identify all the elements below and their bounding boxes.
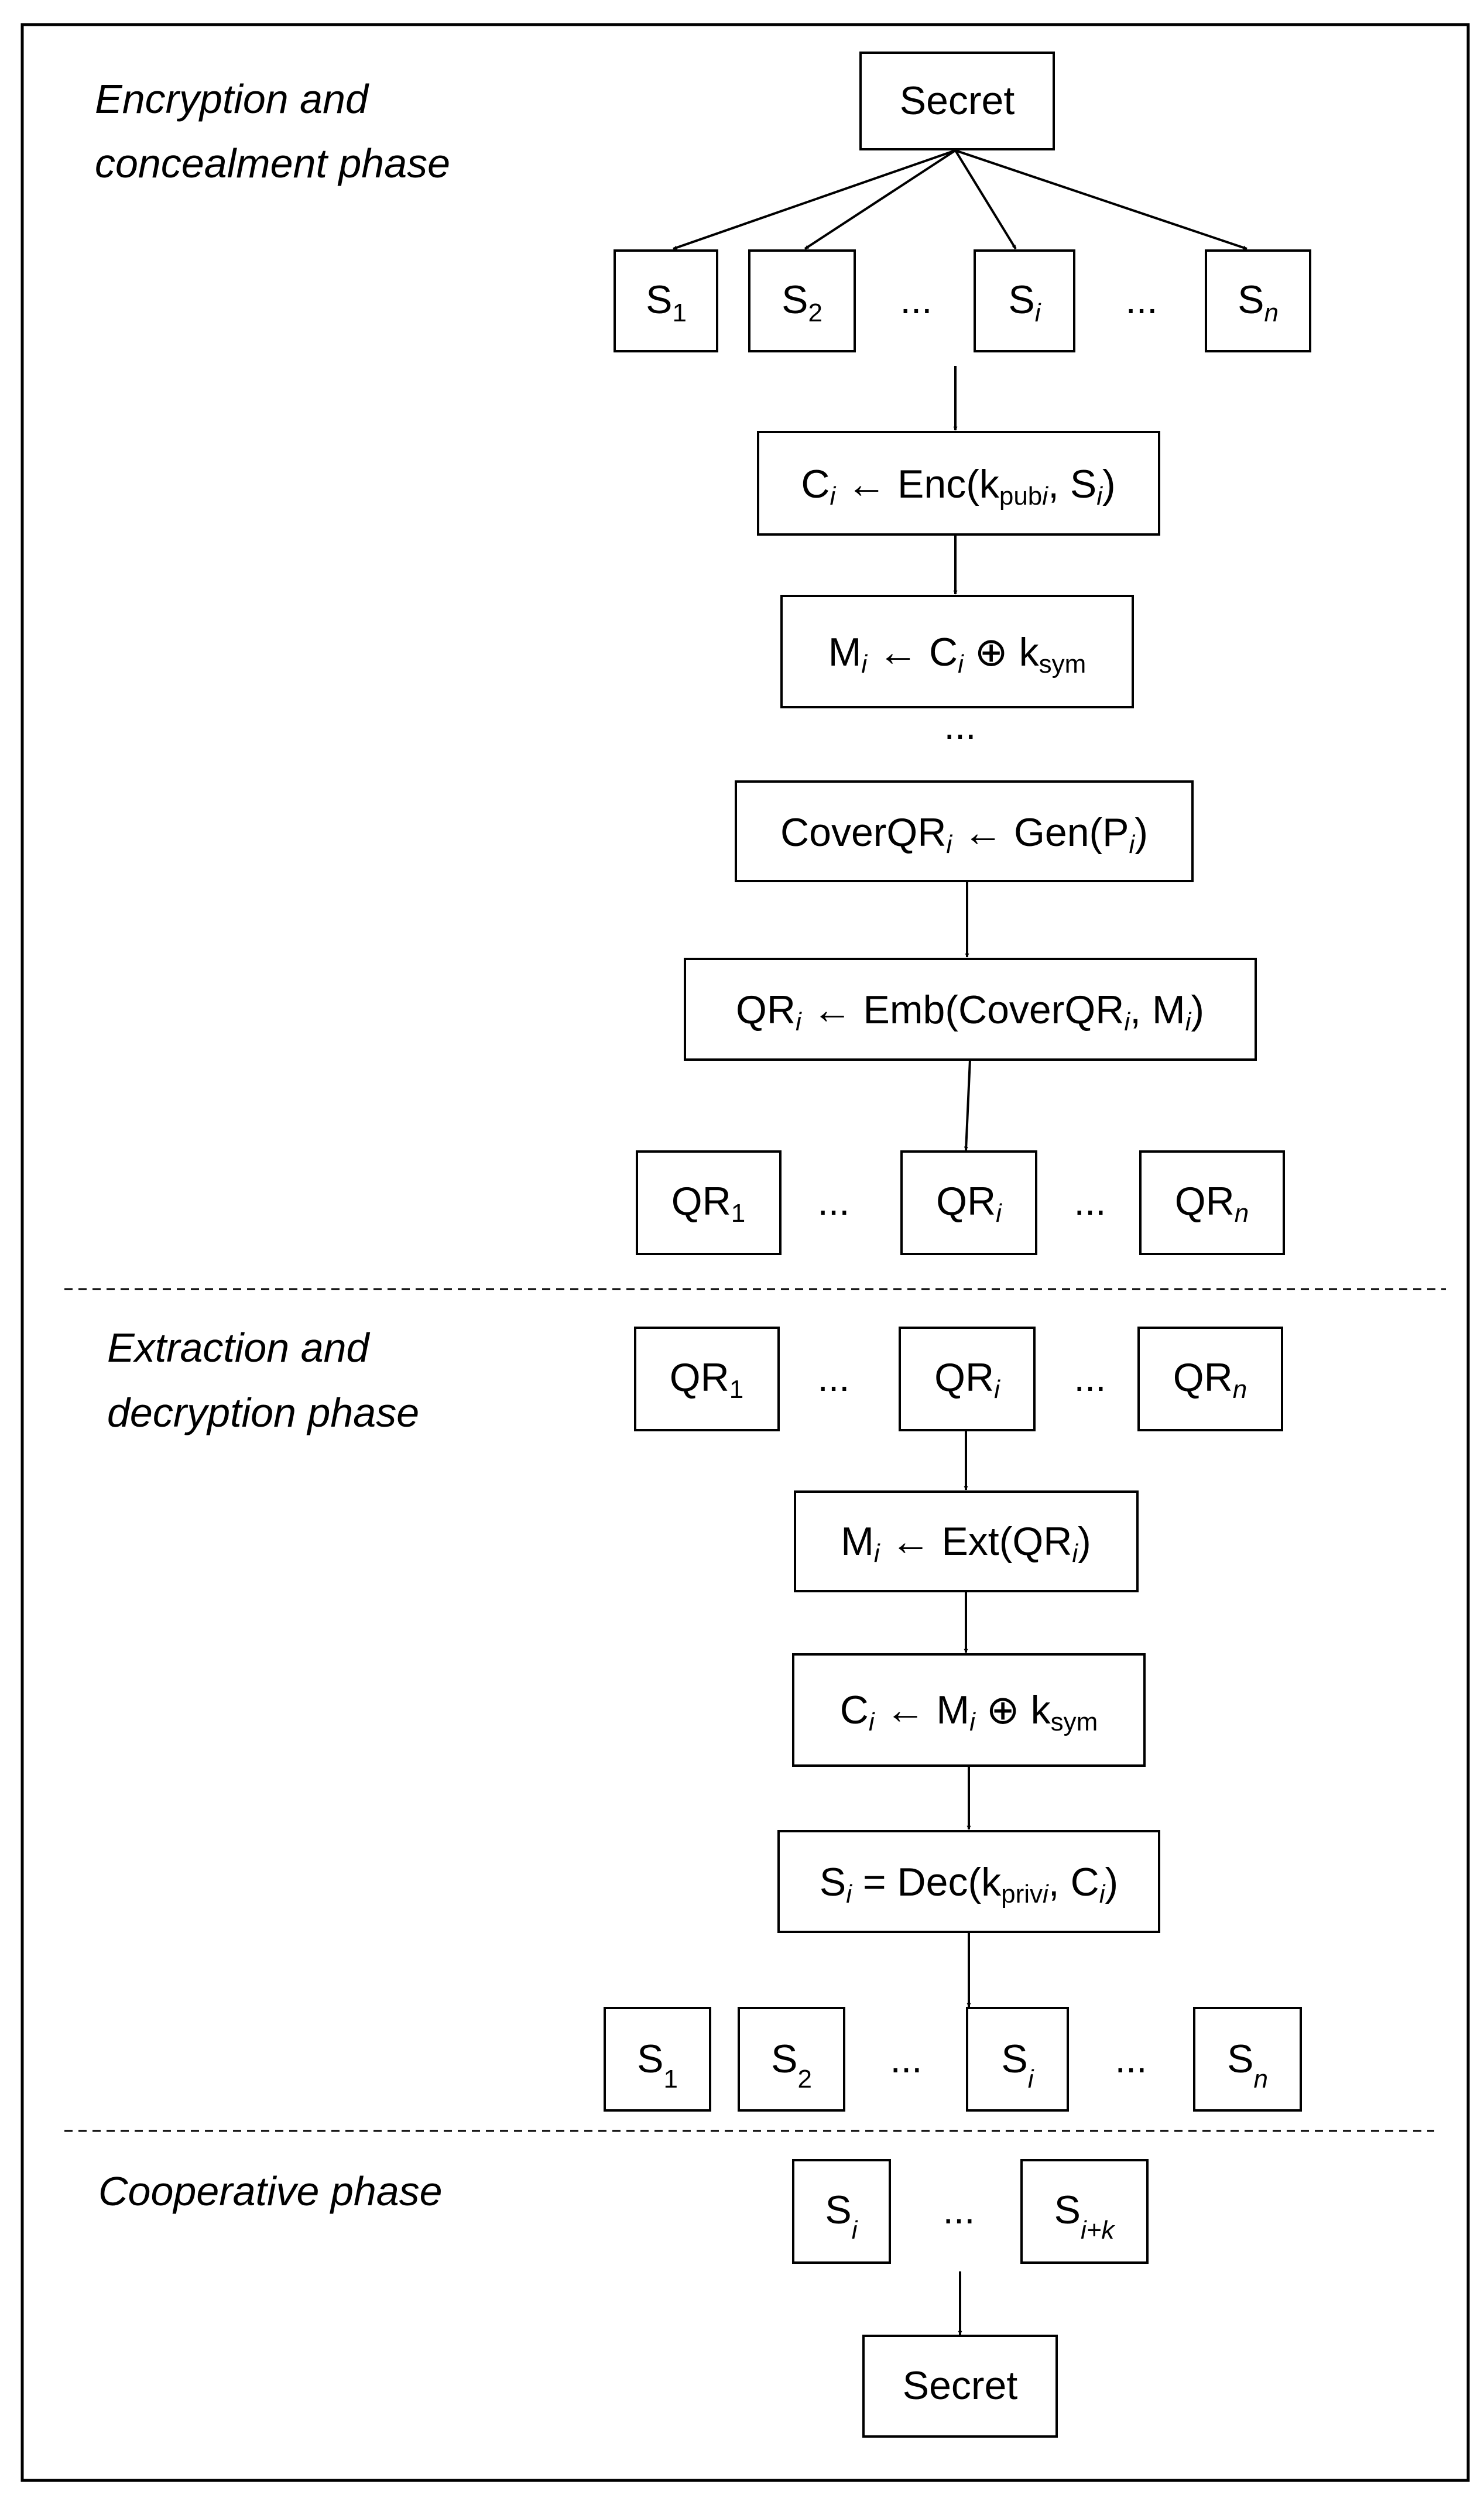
ellipsis-qr-top-1: ... bbox=[817, 1180, 849, 1223]
fan-arrow-si bbox=[954, 149, 1017, 250]
mask-step-box bbox=[780, 595, 1134, 708]
fan-arrow-sn bbox=[955, 149, 1247, 250]
ellipsis-top-1: ... bbox=[900, 278, 932, 321]
share-box-top-1 bbox=[614, 249, 718, 352]
qr-label-bottom-n: QRn bbox=[1173, 1355, 1247, 1404]
unmask-step-box bbox=[792, 1653, 1146, 1767]
ellipsis-bottom-1: ... bbox=[890, 2037, 922, 2081]
share-label-top-n: Sn bbox=[1238, 277, 1279, 327]
qr-label-top-n: QRn bbox=[1175, 1179, 1249, 1228]
share-label-bottom-i: Si bbox=[1001, 2037, 1034, 2093]
decrypt-step-box bbox=[777, 1830, 1160, 1933]
encryption-phase-label-line1: Encryption and bbox=[95, 76, 369, 122]
share-label-bottom-1: S1 bbox=[637, 2037, 678, 2093]
arrow-emb-to-qr bbox=[964, 1059, 971, 1151]
coop-share-box-ik bbox=[1020, 2159, 1149, 2264]
outer-frame bbox=[20, 23, 1470, 2482]
fan-arrow-s2 bbox=[804, 149, 957, 250]
share-box-top-i bbox=[974, 249, 1075, 352]
share-box-bottom-i bbox=[966, 2007, 1069, 2112]
encrypt-step-box bbox=[757, 431, 1160, 536]
share-box-top-2 bbox=[748, 249, 856, 352]
share-label-top-i: Si bbox=[1008, 277, 1041, 327]
share-label-top-1: S1 bbox=[646, 277, 687, 327]
fan-arrow-s1 bbox=[673, 149, 956, 250]
secret-box-bottom bbox=[862, 2335, 1058, 2438]
encrypt-step-label: Ci ← Enc(kpubi, Si) bbox=[801, 462, 1115, 510]
ellipsis-coop: ... bbox=[943, 2188, 975, 2232]
ellipsis-qr-bottom-1: ... bbox=[817, 1356, 849, 1399]
embed-step-label: QRi ← Emb(CoverQRi, Mi) bbox=[736, 988, 1204, 1036]
share-box-bottom-1 bbox=[604, 2007, 711, 2112]
extraction-phase-label-line2: decryption phase bbox=[107, 1390, 419, 1435]
qr-label-top-i: QRi bbox=[936, 1179, 1002, 1228]
cooperative-phase-label: Cooperative phase bbox=[98, 2168, 443, 2214]
ellipsis-qr-bottom-2: ... bbox=[1074, 1356, 1106, 1399]
cover-qr-generate-label: CoverQRi ← Gen(Pi) bbox=[780, 810, 1148, 859]
share-box-top-n bbox=[1205, 249, 1311, 352]
cover-qr-generate-box bbox=[735, 780, 1194, 882]
extract-step-label: Mi ← Ext(QRi) bbox=[841, 1519, 1091, 1568]
secret-box-top bbox=[859, 52, 1055, 150]
qr-label-bottom-i: QRi bbox=[934, 1355, 1000, 1404]
secret-label-top: Secret bbox=[900, 78, 1015, 123]
ellipsis-bottom-2: ... bbox=[1115, 2037, 1147, 2081]
qr-box-top-i bbox=[900, 1150, 1037, 1255]
qr-box-top-n bbox=[1139, 1150, 1285, 1255]
unmask-step-label: Ci ← Mi ⊕ ksym bbox=[840, 1688, 1098, 1736]
qr-box-bottom-i bbox=[899, 1327, 1036, 1431]
qr-box-bottom-n bbox=[1137, 1327, 1283, 1431]
share-label-top-2: S2 bbox=[782, 277, 822, 327]
ellipsis-qr-top-2: ... bbox=[1074, 1180, 1106, 1223]
share-label-bottom-n: Sn bbox=[1227, 2037, 1268, 2093]
extraction-phase-label-line1: Extraction and bbox=[107, 1325, 371, 1370]
share-box-bottom-n bbox=[1193, 2007, 1302, 2112]
qr-box-top-1 bbox=[636, 1150, 782, 1255]
coop-share-label-i: Si bbox=[825, 2188, 858, 2244]
qr-label-top-1: QR1 bbox=[671, 1179, 745, 1228]
coop-share-label-ik: Si+k bbox=[1054, 2188, 1116, 2244]
decrypt-step-label: Si = Dec(kprivi, Ci) bbox=[820, 1860, 1118, 1908]
ellipsis-top-2: ... bbox=[1125, 278, 1157, 321]
coop-share-box-i bbox=[792, 2159, 891, 2264]
encryption-phase-label-line2: concealment phase bbox=[95, 141, 450, 186]
share-box-bottom-2 bbox=[738, 2007, 845, 2112]
mask-step-label: Mi ← Ci ⊕ ksym bbox=[828, 630, 1087, 678]
qr-label-bottom-1: QR1 bbox=[670, 1355, 743, 1404]
secret-label-bottom: Secret bbox=[903, 2363, 1018, 2408]
ellipsis-middle: ... bbox=[944, 704, 976, 747]
share-label-bottom-2: S2 bbox=[771, 2037, 812, 2093]
embed-step-box bbox=[684, 958, 1257, 1061]
qr-box-bottom-1 bbox=[634, 1327, 780, 1431]
